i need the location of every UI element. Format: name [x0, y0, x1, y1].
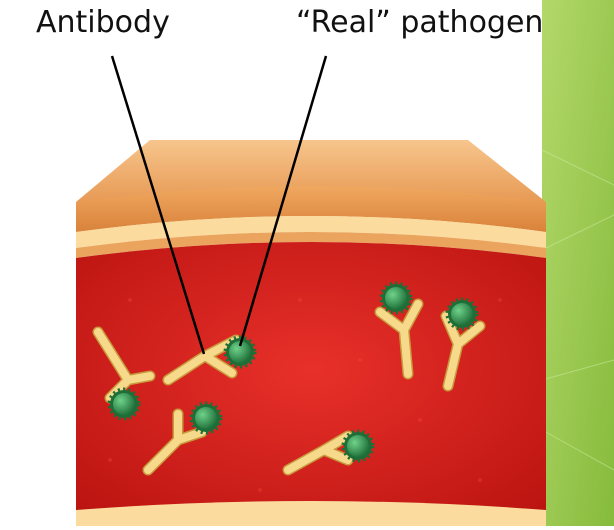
pathogen-5 [382, 284, 410, 312]
pathogen-3 [192, 404, 220, 432]
pathogen-2 [110, 390, 138, 418]
slide-background [542, 0, 614, 526]
pathogen-4 [344, 432, 372, 460]
pathogen-label: “Real” pathogen [296, 8, 543, 38]
blood-region [76, 242, 546, 526]
antibody-label: Antibody [36, 8, 170, 38]
pathogen-6 [448, 300, 476, 328]
